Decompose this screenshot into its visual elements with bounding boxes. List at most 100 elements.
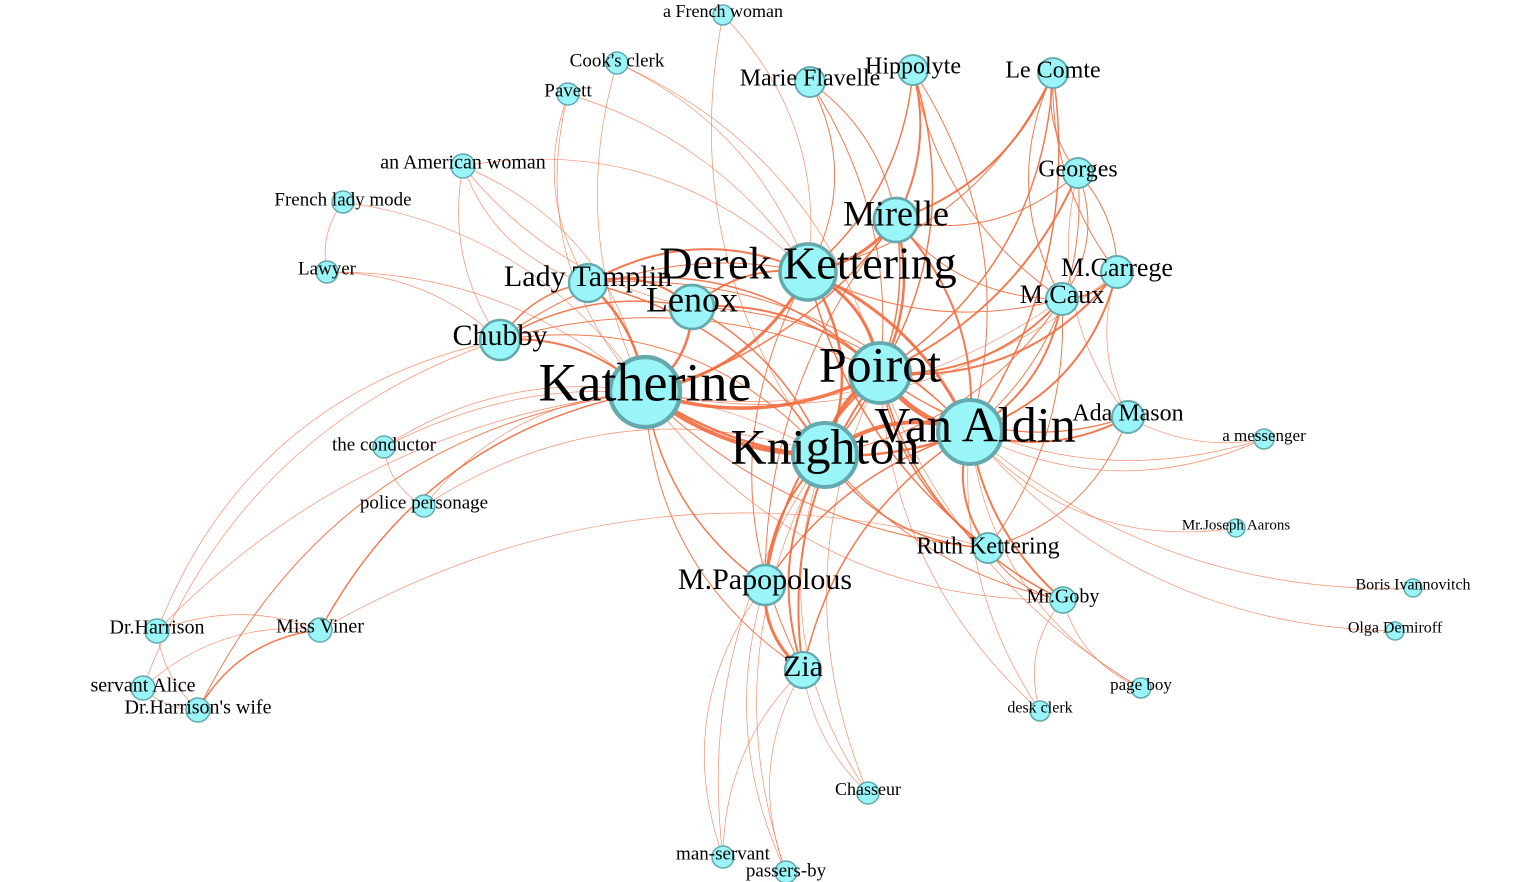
node-manservant[interactable]	[711, 845, 735, 869]
edge-zia-passers	[769, 669, 804, 873]
edge-pavett-katherine	[556, 93, 646, 393]
node-label-knighton: Knighton	[731, 418, 920, 474]
edge-katherine-goby	[644, 391, 1064, 601]
node-mirelle[interactable]	[872, 196, 920, 244]
node-hwife[interactable]	[185, 697, 211, 723]
node-katherine[interactable]	[607, 354, 683, 430]
node-papopolous[interactable]	[743, 563, 787, 607]
node-label-carrege: M.Carrege	[1061, 253, 1173, 282]
node-viner[interactable]	[307, 617, 333, 643]
edge-poirot-tamplin	[587, 276, 881, 374]
node-label-poirot: Poirot	[819, 336, 941, 392]
edge-derek-chubby	[499, 262, 809, 341]
edge-viner-hwife	[197, 629, 321, 711]
edge-american-lenox	[462, 165, 693, 308]
node-passers[interactable]	[774, 860, 798, 882]
node-label-mirelle: Mirelle	[843, 193, 949, 233]
node-police[interactable]	[412, 494, 436, 518]
node-desk[interactable]	[1029, 700, 1051, 722]
node-american[interactable]	[450, 153, 476, 179]
node-derek[interactable]	[778, 242, 838, 302]
edge-mirelle-caux	[895, 219, 1063, 300]
node-label-papopolous: M.Papopolous	[678, 563, 852, 596]
node-drharrison[interactable]	[144, 618, 170, 644]
node-label-zia: Zia	[783, 650, 823, 683]
node-label-aarons: Mr.Joseph Aarons	[1182, 517, 1290, 533]
node-vanaldin[interactable]	[936, 398, 1004, 466]
node-label-messenger: a messenger	[1222, 426, 1306, 445]
edge-american-tamplin	[462, 165, 589, 284]
node-georges[interactable]	[1062, 157, 1094, 189]
node-chasseur[interactable]	[856, 781, 880, 805]
edge-derek-american	[462, 158, 809, 273]
node-label-alice: servant Alice	[91, 675, 196, 697]
node-conductor[interactable]	[372, 435, 396, 459]
node-frenchwoman[interactable]	[712, 4, 734, 26]
edge-derek-cook	[616, 62, 809, 273]
edge-mirelle-papopolous	[764, 219, 897, 586]
edge-derek-zia	[751, 271, 809, 671]
edge-derek-frenchwoman	[722, 14, 812, 273]
node-ruth[interactable]	[972, 532, 1004, 564]
edge-vanaldin-messenger	[969, 431, 1265, 472]
edge-ruth-adamason	[987, 416, 1129, 549]
node-caux[interactable]	[1045, 282, 1079, 316]
node-tamplin[interactable]	[567, 262, 609, 304]
edge-poirot-zia	[797, 372, 881, 671]
edge-katherine-american	[462, 165, 646, 393]
node-label-tamplin: Lady Tamplin	[504, 260, 672, 293]
edge-american-chubby	[458, 165, 501, 341]
node-layer	[130, 4, 1423, 882]
edge-derek-caux	[807, 271, 1063, 313]
node-hippolyte[interactable]	[897, 54, 929, 86]
node-cook[interactable]	[605, 51, 629, 75]
node-label-goby: Mr.Goby	[1027, 586, 1100, 608]
node-label-adamason: Ada Mason	[1072, 401, 1183, 427]
edge-carrege-adamason	[1106, 271, 1129, 418]
node-knighton[interactable]	[791, 421, 859, 489]
node-label-chasseur: Chasseur	[835, 779, 901, 799]
edge-poirot-chasseur	[826, 372, 881, 794]
edge-papopolous-passers	[746, 584, 787, 873]
node-lecomte[interactable]	[1037, 57, 1069, 89]
node-label-frenchwoman: a French woman	[663, 1, 783, 21]
edge-katherine-viner	[319, 391, 646, 631]
node-poirot[interactable]	[848, 341, 912, 405]
edge-poirot-messenger	[879, 372, 1265, 461]
node-flavelle[interactable]	[794, 66, 826, 98]
node-label-cook: Cook's clerk	[570, 50, 665, 71]
node-messenger[interactable]	[1253, 428, 1275, 450]
node-zia[interactable]	[783, 650, 823, 690]
node-olga[interactable]	[1385, 621, 1405, 641]
node-label-frenchlady: French lady mode	[274, 189, 411, 210]
edge-vanaldin-desk	[967, 431, 1041, 712]
node-carrege[interactable]	[1100, 255, 1134, 289]
node-lenox[interactable]	[668, 283, 716, 331]
node-label-desk: desk clerk	[1007, 700, 1072, 717]
node-label-georges: Georges	[1038, 157, 1118, 183]
edge-poirot-georges	[879, 172, 1079, 374]
edge-poirot-lecomte	[879, 72, 1054, 374]
node-pavett[interactable]	[556, 82, 580, 106]
edge-lenox-chubby	[499, 300, 693, 341]
node-chubby[interactable]	[478, 318, 522, 362]
node-alice[interactable]	[130, 675, 156, 701]
edge-hippolyte-caux	[912, 69, 1063, 300]
node-boris[interactable]	[1403, 578, 1423, 598]
edge-chubby-alice	[142, 339, 501, 689]
edge-ruth-caux	[987, 298, 1064, 549]
node-label-pageboy: page boy	[1110, 675, 1172, 694]
node-lawyer[interactable]	[315, 260, 339, 284]
node-frenchlady[interactable]	[331, 190, 355, 214]
edge-zia-manservant	[722, 669, 804, 858]
node-adamason[interactable]	[1111, 400, 1145, 434]
edge-katherine-frenchlady	[342, 201, 646, 393]
node-goby[interactable]	[1049, 586, 1077, 614]
node-aarons[interactable]	[1226, 518, 1246, 538]
edge-katherine-drharrison	[156, 391, 646, 632]
node-label-flavelle: Marie Flavelle	[740, 66, 881, 92]
node-label-conductor: the conductor	[332, 434, 437, 455]
node-pageboy[interactable]	[1130, 677, 1152, 699]
